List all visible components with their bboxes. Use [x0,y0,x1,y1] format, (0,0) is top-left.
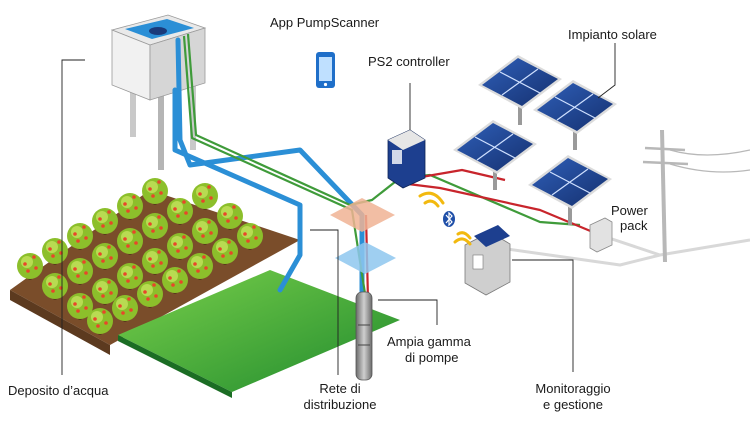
label-solar: Impianto solare [568,27,657,42]
fruit-tree [42,273,68,300]
fruit-tree [142,213,168,240]
power-pack-device [589,217,613,253]
label-pumps-2: di pompe [405,350,458,365]
ps2-controller-device [387,129,426,189]
monitoring-unit [464,225,511,296]
smartphone-icon [316,52,335,88]
fruit-tree [67,223,93,250]
submersible-pump [355,291,373,381]
label-app: App PumpScanner [270,15,380,30]
fruit-tree [92,243,118,270]
fruit-tree [92,278,118,305]
fruit-tree [67,258,93,285]
label-pumps-1: Ampia gamma [387,334,472,349]
leader-lines [61,43,616,375]
solar-array [453,55,617,225]
fruit-tree [67,293,93,320]
bluetooth-icon [443,211,455,227]
label-power-2: pack [620,218,648,233]
solar-panel [528,155,612,225]
grass-field [118,270,400,398]
fruit-tree [192,218,218,245]
fruit-tree [162,267,188,294]
fruit-tree [142,178,168,205]
fruit-tree [167,233,193,260]
solar-panel [453,120,537,190]
fruit-tree [117,193,143,220]
fruit-tree [142,248,168,275]
fruit-tree [87,308,113,335]
orchard [10,178,300,355]
fruit-tree [92,208,118,235]
fruit-tree [117,228,143,255]
fruit-tree [137,281,163,308]
label-tank: Deposito d’acqua [8,383,109,398]
fruit-tree [112,295,138,322]
utility-pole [642,129,750,263]
wireless-signal-icon [418,191,472,246]
label-network-2: distribuzione [304,397,377,412]
label-monitor-1: Monitoraggio [535,381,610,396]
fruit-tree [117,263,143,290]
solar-panel [533,80,617,150]
label-network-1: Rete di [319,381,360,396]
water-tower [110,14,207,170]
fruit-tree [212,238,238,265]
solar-panel [478,55,562,125]
label-power-1: Power [611,203,649,218]
well-junction [330,198,396,274]
fruit-tree [17,253,43,280]
fruit-tree [187,253,213,280]
fruit-tree [237,223,263,250]
fruit-tree [192,183,218,210]
fruit-tree [217,203,243,230]
fruit-tree [167,198,193,225]
fruit-tree [42,238,68,265]
label-monitor-2: e gestione [543,397,603,412]
label-controller: PS2 controller [368,54,450,69]
